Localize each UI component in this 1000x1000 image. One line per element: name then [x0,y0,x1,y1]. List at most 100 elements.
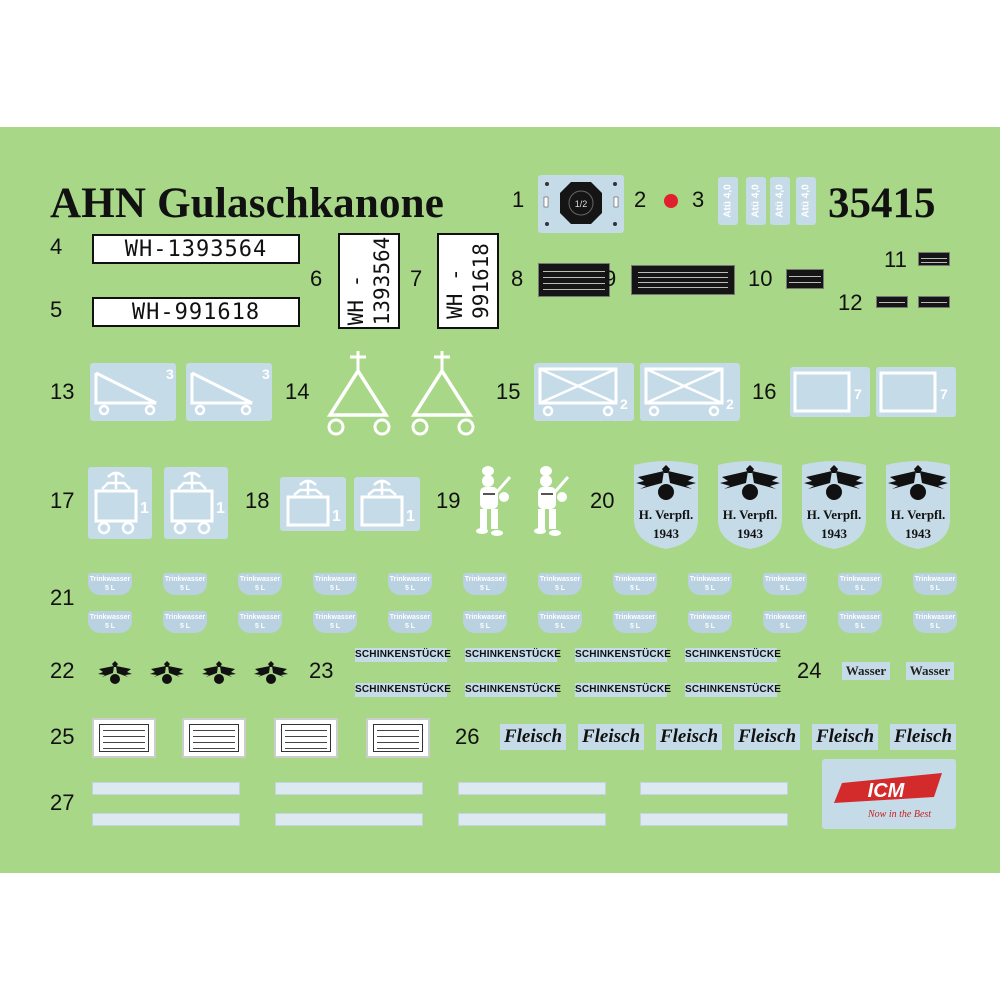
fleisch-label: Fleisch [812,724,878,750]
fleisch-label: Fleisch [734,724,800,750]
trinkwasser-line2: 5 L [929,623,941,630]
decal-number-2: 2 [634,187,647,212]
schinken-label: SCHINKENSTÜCKE [465,683,562,697]
license-plate-5: WH-991618 [92,297,300,327]
fleisch-label: Fleisch [500,724,566,750]
wheel-icon [97,521,111,535]
trinkwasser-line2: 5 L [254,585,266,592]
chef-figure-icon [476,466,512,536]
decal-number-23: 23 [309,658,334,683]
trinkwasser-label: Trinkwasser 5 L [238,611,282,633]
trinkwasser-line1: Trinkwasser [89,576,131,583]
trinkwasser-line2: 5 L [479,623,491,630]
trinkwasser-line1: Trinkwasser [239,614,281,621]
trinkwasser-line2: 5 L [254,623,266,630]
stripe-27 [458,813,606,826]
tactical-symbol-13-b: 3 [186,363,272,421]
trinkwasser-line1: Trinkwasser [689,576,731,583]
license-plate-6: WH - 1393564 [338,233,400,329]
wheel-icon [197,521,211,535]
decal-number-20: 20 [590,488,615,513]
icm-slogan: Now in the Best [868,809,932,820]
wheel-icon [144,404,156,416]
decal-2-red-dot [664,194,678,208]
wheel-icon [121,521,135,535]
trinkwasser-line2: 5 L [479,585,491,592]
chef-figure-icon [534,466,570,536]
trinkwasser-line1: Trinkwasser [164,614,206,621]
decal-1: 1/2 [538,175,624,233]
trinkwasser-line1: Trinkwasser [614,614,656,621]
trinkwasser-line2: 5 L [854,585,866,592]
tactical-symbol-16-a: 7 [790,367,870,417]
trinkwasser-line2: 5 L [704,585,716,592]
license-plate-7: WH - 991618 [437,233,499,329]
gauge-plate-icon: 1/2 [543,182,619,226]
decal-3-a: Atü 4,0 [718,177,738,225]
decal-number-18: 18 [245,488,270,513]
decal-number-4: 4 [50,234,63,259]
trinkwasser-line2: 5 L [554,585,566,592]
decal-number-17: 17 [50,488,75,513]
decal-3-d: Atü 4,0 [796,177,816,225]
decal-sheet: AHN Gulaschkanone 35415 1 1/2 2 3 Atü 4,… [0,127,1000,873]
wheel-icon [648,405,660,417]
decal-number-15: 15 [496,379,521,404]
license-plate-4: WH-1393564 [92,234,300,264]
sheet-title: AHN Gulaschkanone [50,180,445,227]
data-plate-12-a [876,296,908,308]
wheel-icon [542,405,554,417]
schinken-label: SCHINKENSTÜCKE [685,683,782,697]
trinkwasser-line2: 5 L [404,585,416,592]
unit-emblem-20-c: H. Verpfl. 1943 [800,459,868,549]
data-plate-9 [631,265,735,295]
tactical-number: 2 [620,396,628,412]
trinkwasser-line2: 5 L [854,623,866,630]
decal-number-6: 6 [310,266,323,291]
fleisch-label: Fleisch [656,724,722,750]
trinkwasser-line1: Trinkwasser [539,614,581,621]
trinkwasser-line2: 5 L [779,585,791,592]
data-label-25 [182,718,246,758]
unit-emblem-20-d: H. Verpfl. 1943 [884,459,952,549]
trinkwasser-line1: Trinkwasser [464,576,506,583]
stripe-27 [640,813,788,826]
tactical-symbol-15-a: 2 [534,363,634,421]
stripe-27 [92,782,240,795]
data-label-25 [274,718,338,758]
catalog-number: 35415 [828,180,936,227]
trinkwasser-line1: Trinkwasser [89,614,131,621]
stripe-27 [458,782,606,795]
field-kitchen-symbol-18-a: 1 [280,477,346,531]
schinken-label: SCHINKENSTÜCKE [575,683,672,697]
unit-emblem-20-b: H. Verpfl. 1943 [716,459,784,549]
field-kitchen-symbol-18-b: 1 [354,477,420,531]
field-kitchen-symbol-17-b: 1 [164,467,228,539]
stripe-27 [275,782,423,795]
stripe-27 [92,813,240,826]
decal-number-5: 5 [50,297,63,322]
tactical-symbol-13-a: 3 [90,363,176,421]
field-kitchen-symbol-17-a: 1 [88,467,152,539]
schinken-label: SCHINKENSTÜCKE [355,683,452,697]
stripe-27 [640,782,788,795]
decal-number-26: 26 [455,724,480,749]
decal-3-c: Atü 4,0 [770,177,790,225]
tactical-symbol-16-b: 7 [876,367,956,417]
eagle-icon [804,465,864,500]
decal-number-14: 14 [285,379,310,404]
data-plate-8 [538,263,610,297]
unit-emblem-20-a: H. Verpfl. 1943 [632,459,700,549]
data-label-25 [366,718,430,758]
data-label-25 [92,718,156,758]
trinkwasser-label: Trinkwasser 5 L [463,573,507,595]
trinkwasser-line2: 5 L [629,623,641,630]
icm-logo-panel: ICM Now in the Best [822,759,956,829]
wheel-icon [327,418,345,436]
